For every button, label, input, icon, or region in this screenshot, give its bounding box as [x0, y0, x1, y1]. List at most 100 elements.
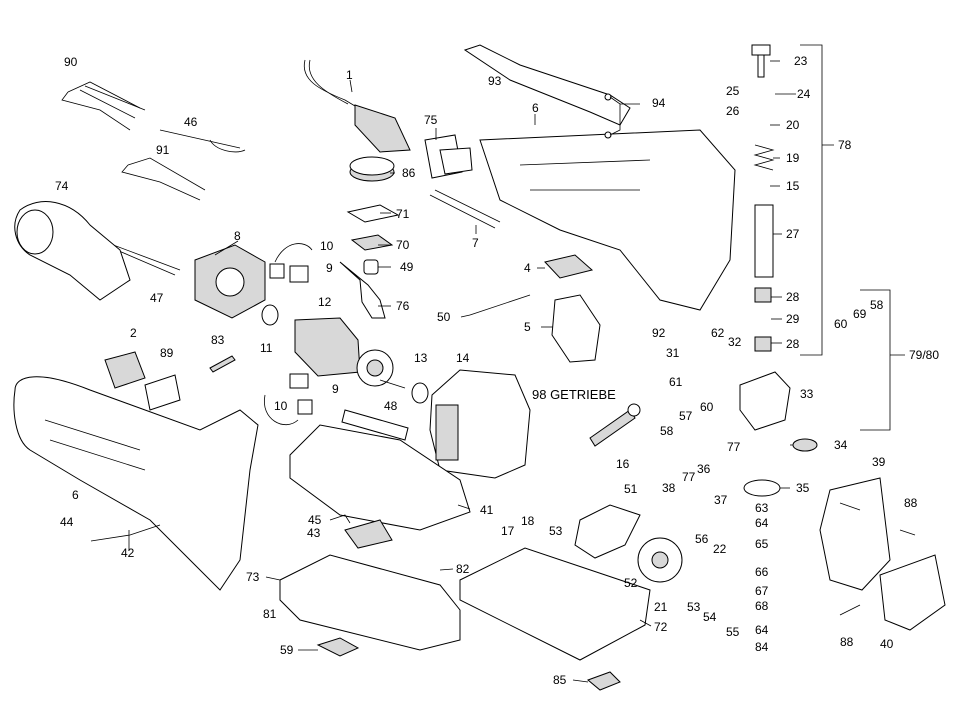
part-label-66: 66	[755, 565, 769, 579]
part-label-34: 34	[834, 438, 848, 452]
wire-harness-91	[121, 157, 206, 201]
part-label-83: 83	[211, 333, 225, 347]
part-label-14: 14	[456, 351, 470, 365]
part-label-51: 51	[624, 482, 638, 496]
part-label-45: 45	[308, 513, 322, 527]
part-label-25: 25	[726, 84, 740, 98]
part-label-43: 43	[307, 526, 321, 540]
shoe-73	[279, 554, 461, 651]
part-label-76: 76	[396, 299, 410, 313]
wire-50	[469, 294, 531, 316]
saw-blade-48	[341, 409, 409, 441]
part-label-40: 40	[880, 637, 894, 651]
part-label-50: 50	[437, 310, 451, 324]
part-label-57: 57	[679, 409, 693, 423]
spacer-49	[363, 259, 379, 275]
plate-89	[144, 374, 181, 411]
part-label-89: 89	[160, 346, 174, 360]
housing-left-6	[13, 376, 259, 591]
part-label-65: 65	[755, 537, 769, 551]
part-label-26: 26	[726, 104, 740, 118]
part-label-28-bottom: 28	[786, 337, 800, 351]
part-label-9-top: 9	[326, 261, 333, 275]
part-label-94: 94	[652, 96, 666, 110]
part-label-92: 92	[652, 326, 666, 340]
bearing-11	[261, 304, 279, 326]
part-label-88-bottom: 88	[840, 635, 854, 649]
part-label-46: 46	[184, 115, 198, 129]
part-label-1: 1	[346, 68, 353, 82]
part-label-52: 52	[624, 576, 638, 590]
part-label-36: 36	[697, 462, 711, 476]
part-label-77-bottom: 77	[682, 470, 696, 484]
guide-column-27	[754, 204, 774, 278]
leader-lines	[90, 44, 916, 683]
part-label-29: 29	[786, 312, 800, 326]
guard-40	[879, 554, 946, 631]
part-label-78: 78	[838, 138, 852, 152]
guard-39	[819, 477, 891, 591]
lever-76	[339, 261, 386, 319]
part-label-33: 33	[800, 387, 814, 401]
part-label-86: 86	[402, 166, 416, 180]
base-41	[289, 424, 471, 531]
insert-85	[587, 671, 621, 691]
part-label-48: 48	[384, 399, 398, 413]
part-label-12: 12	[318, 295, 332, 309]
pin-83	[209, 355, 236, 373]
part-label-74: 74	[55, 179, 69, 193]
part-label-77-top: 77	[727, 440, 741, 454]
cover-4	[544, 254, 594, 279]
part-label-7: 7	[472, 236, 479, 250]
assembly-5	[551, 294, 601, 363]
part-label-72: 72	[654, 620, 668, 634]
part-label-91: 91	[156, 143, 170, 157]
part-label-70: 70	[396, 238, 410, 252]
guide-block-33	[739, 371, 791, 431]
part-label-61: 61	[669, 375, 683, 389]
sleeve-28	[754, 287, 772, 352]
part-label-18: 18	[521, 514, 535, 528]
part-label-47: 47	[150, 291, 164, 305]
part-label-6-top: 6	[532, 101, 539, 115]
part-label-15: 15	[786, 179, 800, 193]
capacitor-10	[269, 243, 313, 283]
part-label-59: 59	[280, 643, 294, 657]
part-label-4: 4	[524, 261, 531, 275]
part-label-11: 11	[260, 341, 273, 355]
part-label-10-top: 10	[320, 239, 334, 253]
part-label-53-right: 53	[687, 600, 701, 614]
part-label-19: 19	[786, 151, 800, 165]
part-label-44: 44	[60, 515, 74, 529]
part-label-22: 22	[713, 542, 727, 556]
part-label-69: 69	[853, 307, 867, 321]
spring-94	[604, 93, 612, 139]
power-cord-1	[303, 59, 411, 153]
part-label-53-left: 53	[549, 524, 563, 538]
part-label-9-bottom: 9	[332, 382, 339, 396]
part-label-81: 81	[263, 607, 277, 621]
bearing-13	[411, 382, 429, 404]
part-label-20: 20	[786, 118, 800, 132]
part-label-28-top: 28	[786, 290, 800, 304]
wire-7	[429, 189, 501, 229]
part-label-64-top: 64	[755, 516, 769, 530]
part-label-38: 38	[662, 481, 676, 495]
block-2	[104, 351, 146, 389]
part-label-2: 2	[130, 326, 137, 340]
part-label-58-left: 58	[660, 424, 674, 438]
part-label-41: 41	[480, 503, 494, 517]
part-label-82: 82	[456, 562, 470, 576]
part-label-56: 56	[695, 532, 709, 546]
part-label-21: 21	[654, 600, 668, 614]
capacitor-lower-10	[263, 373, 313, 425]
part-label-31: 31	[666, 346, 680, 360]
gear-21	[637, 537, 683, 583]
part-label-71: 71	[396, 207, 410, 221]
spring-45	[329, 514, 351, 524]
part-label-10-bottom: 10	[274, 399, 288, 413]
part-label-93: 93	[488, 74, 502, 88]
part-label-54: 54	[703, 610, 717, 624]
washer-35	[743, 479, 781, 497]
part-label-60-right: 60	[834, 317, 848, 331]
